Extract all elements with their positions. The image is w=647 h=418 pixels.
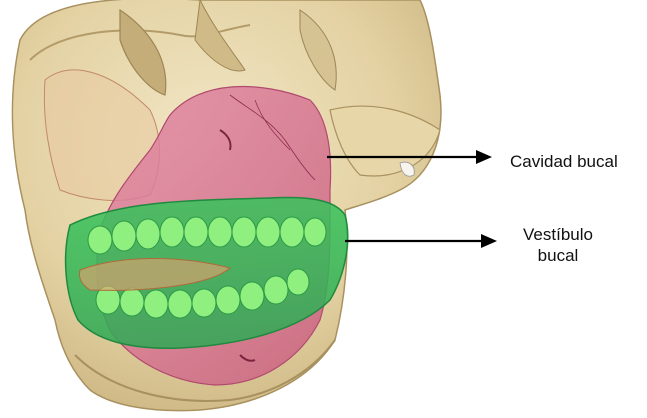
label-vestibulo-bucal: Vestíbulo bucal [508,224,608,266]
arrow-vestibulo-bucal [345,234,497,248]
label-vestibulo-line2: bucal [508,245,608,266]
label-vestibulo-line1: Vestíbulo [508,224,608,245]
label-cavidad-bucal: Cavidad bucal [510,151,618,172]
